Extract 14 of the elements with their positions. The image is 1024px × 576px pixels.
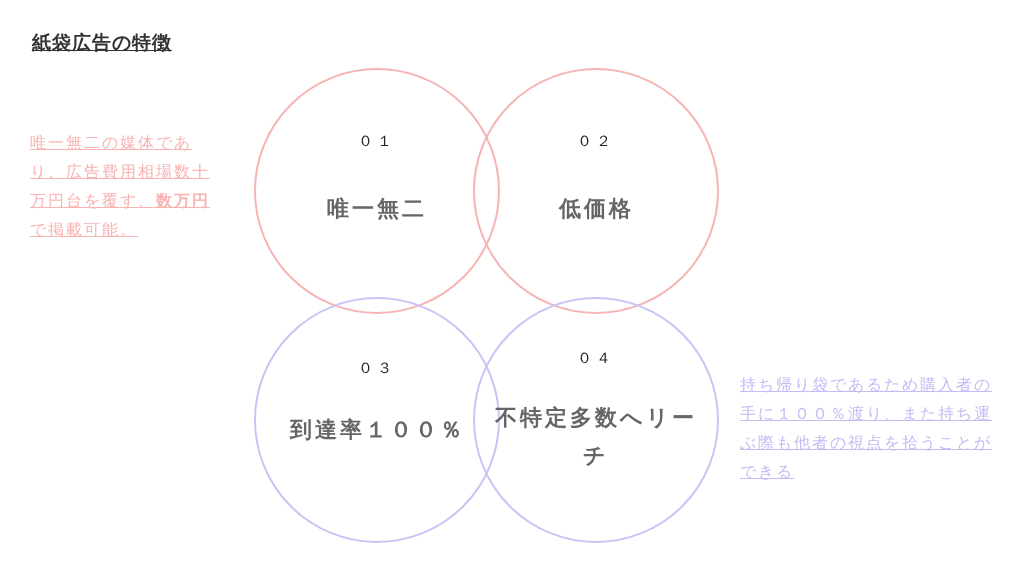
feature-number: ０４	[576, 349, 616, 368]
feature-heading: 低価格	[557, 195, 635, 223]
feature-heading: 不特定多数へリーチ	[495, 404, 697, 470]
feature-number: ０３	[357, 359, 397, 378]
note-text: 持ち帰り袋であるため購入者の手に１００％渡り、また持ち運ぶ際も他者の視点を拾うことができる	[740, 374, 993, 483]
title: 紙袋広告の特徴	[32, 30, 172, 55]
feature-number: ０２	[576, 132, 616, 151]
feature-circle	[473, 297, 719, 543]
feature-circle	[473, 68, 719, 314]
feature-number: ０１	[357, 132, 397, 151]
feature-heading: 到達率１００％	[288, 416, 466, 444]
feature-heading: 唯一無二	[326, 195, 428, 223]
feature-circle	[254, 68, 500, 314]
note-text: 唯一無二の媒体であり、広告費用相場数十万円台を覆す、数万円で掲載可能。	[30, 132, 211, 241]
